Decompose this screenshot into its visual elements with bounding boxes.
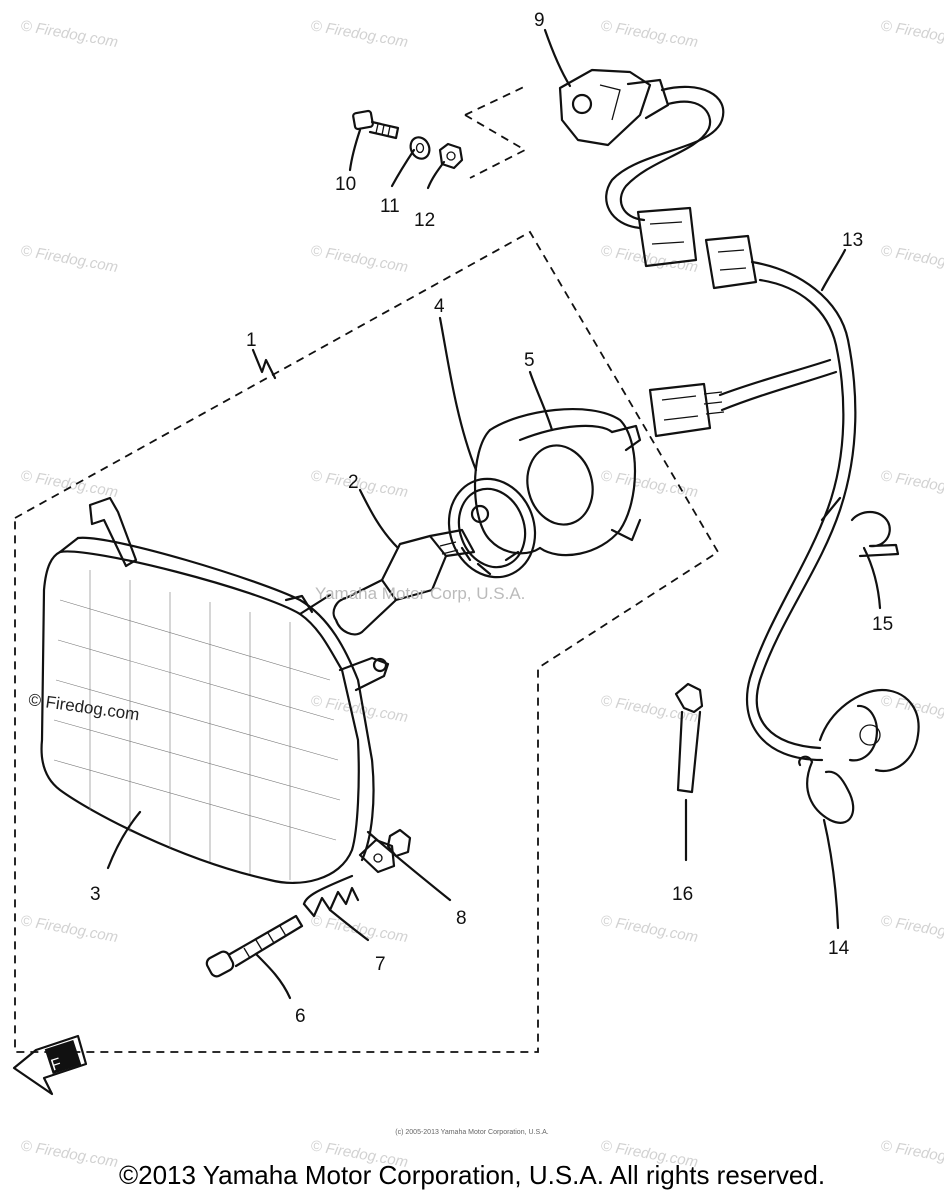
part-8-nut <box>386 828 412 858</box>
label-2: 2 <box>348 472 359 493</box>
part-13-plug <box>818 688 920 773</box>
svg-text:© Firedog.com: © Firedog.com <box>879 17 944 51</box>
part-labels: 1 2 3 4 5 6 7 8 9 10 11 12 13 14 15 16 <box>90 10 893 1027</box>
label-13: 13 <box>842 230 863 251</box>
part-16-tie <box>674 682 704 794</box>
part-9-wire-b <box>619 100 712 222</box>
label-5: 5 <box>524 350 535 371</box>
part-7-spring <box>302 874 360 918</box>
label-9: 9 <box>534 10 545 31</box>
label-4: 4 <box>434 296 445 317</box>
part-10-bolt <box>352 109 400 140</box>
center-watermark: Yamaha Motor Corp, U.S.A. <box>315 584 526 603</box>
part-5-boot <box>473 408 642 557</box>
label-1: 1 <box>246 330 257 351</box>
label-3: 3 <box>90 884 101 905</box>
svg-text:© Firedog.com: © Firedog.com <box>309 242 409 276</box>
label-10: 10 <box>335 174 356 195</box>
svg-text:© Firedog.com: © Firedog.com <box>309 692 409 726</box>
svg-text:© Firedog.com: © Firedog.com <box>19 467 119 501</box>
part-11-washer <box>409 136 431 160</box>
part-6-screw <box>205 914 304 978</box>
front-arrow-icon: F <box>12 1034 88 1096</box>
part-13-harness <box>648 234 857 762</box>
svg-text:© Firedog.com: © Firedog.com <box>19 242 119 276</box>
assembly-boundary <box>14 230 720 1053</box>
svg-text:© Firedog.com: © Firedog.com <box>879 692 944 726</box>
svg-text:© Firedog.com: © Firedog.com <box>599 912 699 946</box>
label-7: 7 <box>375 954 386 975</box>
label-11: 11 <box>380 196 400 217</box>
tiny-copyright: (c) 2005-2013 Yamaha Motor Corporation, … <box>395 1129 549 1136</box>
label-12: 12 <box>414 210 435 231</box>
svg-text:© Firedog.com: © Firedog.com <box>309 467 409 501</box>
svg-text:© Firedog.com: © Firedog.com <box>309 912 409 946</box>
part-3-headlight-housing <box>40 496 396 884</box>
svg-text:© Firedog.com: © Firedog.com <box>879 467 944 501</box>
part-9-socket <box>558 68 670 147</box>
svg-text:© Firedog.com: © Firedog.com <box>879 912 944 946</box>
svg-text:© Firedog.com: © Firedog.com <box>19 912 119 946</box>
part-9-connector <box>636 206 698 268</box>
leader-box-9 <box>464 84 529 179</box>
part-14-clamp <box>798 755 855 824</box>
svg-text:© Firedog.com: © Firedog.com <box>879 242 944 276</box>
label-14: 14 <box>828 938 850 959</box>
lens-hatching <box>53 570 341 880</box>
svg-text:© Firedog.com: © Firedog.com <box>599 17 699 51</box>
label-6: 6 <box>295 1006 306 1027</box>
label-16: 16 <box>672 884 693 905</box>
svg-text:© Firedog.com: © Firedog.com <box>309 17 409 51</box>
part-4-socket-ring <box>447 477 537 579</box>
copyright-footer: ©2013 Yamaha Motor Corporation, U.S.A. A… <box>118 1160 826 1190</box>
svg-text:© Firedog.com: © Firedog.com <box>599 242 699 276</box>
part-9-wire <box>605 85 725 230</box>
label-8: 8 <box>456 908 467 929</box>
leader-lines <box>106 28 882 1000</box>
part-15-clip <box>850 510 900 558</box>
svg-text:© Firedog.com: © Firedog.com <box>19 17 119 51</box>
label-15: 15 <box>872 614 893 635</box>
svg-text:© Firedog.com: © Firedog.com <box>599 467 699 501</box>
